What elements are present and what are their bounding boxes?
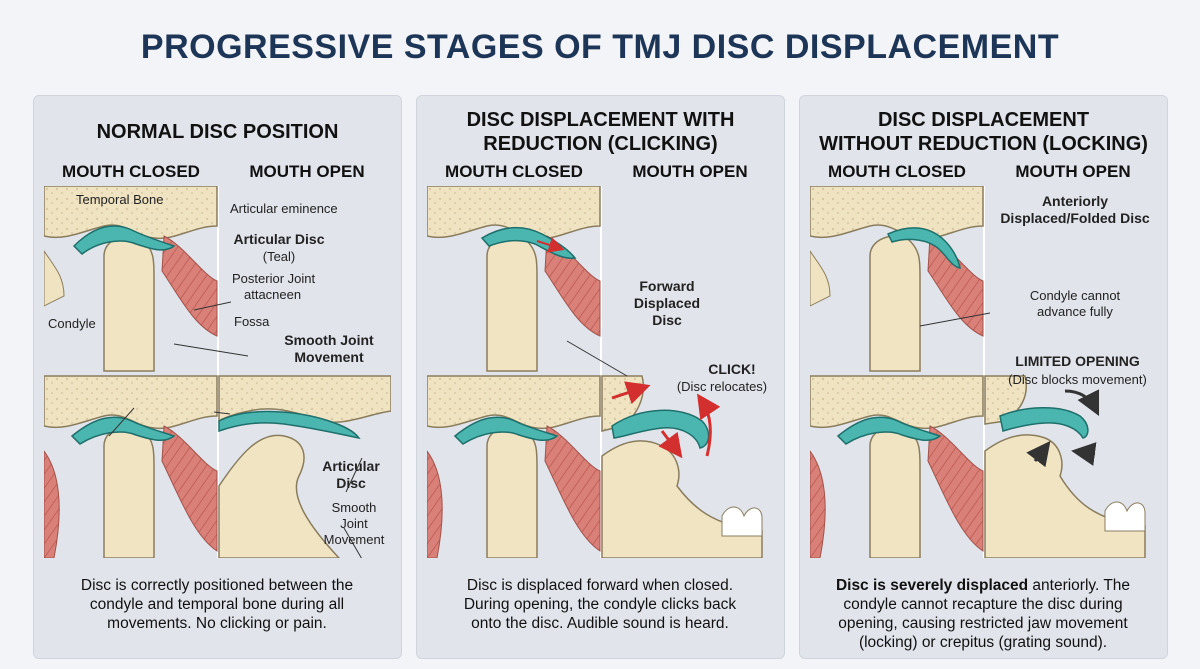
column-divider xyxy=(983,186,985,558)
label-smooth-joint-3: Movement xyxy=(323,532,385,547)
joint-closed-top xyxy=(810,186,984,372)
caption-line: onto the disc. Audible sound is heard. xyxy=(471,615,729,632)
label-advance-fully: advance fully xyxy=(1037,304,1113,319)
panel-caption: Disc is severely displaced anteriorly. T… xyxy=(814,576,1152,652)
panel-normal: NORMAL DISC POSITION MOUTH CLOSED MOUTH … xyxy=(33,95,402,659)
label-folded-disc: Displaced/Folded Disc xyxy=(1000,210,1150,226)
joint-open xyxy=(601,375,763,558)
label-displaced: Displaced xyxy=(633,295,701,311)
label-forward: Forward xyxy=(639,278,695,294)
label-smooth-joint-2: Joint xyxy=(340,516,368,531)
label-smooth-joint-1: Smooth xyxy=(331,500,377,515)
normal-joint-illustration xyxy=(44,186,391,558)
leader-lines xyxy=(108,301,363,558)
col-label-open: MOUTH OPEN xyxy=(1015,162,1131,181)
locking-joint-illustration xyxy=(810,186,1146,558)
caption-line: opening, causing restricted jaw movement xyxy=(838,615,1128,632)
caption-line: During opening, the condyle clicks back xyxy=(463,596,737,613)
leader-lines xyxy=(566,340,628,377)
caption-line: (locking) or crepitus (grating sound). xyxy=(858,634,1108,651)
label-smooth-movement-2: Movement xyxy=(294,349,364,365)
joint-closed-bottom xyxy=(44,375,218,558)
label-anteriorly: Anteriorly xyxy=(1041,193,1109,209)
reduction-joint-illustration xyxy=(427,186,763,558)
label-limited-opening: LIMITED OPENING xyxy=(1015,353,1140,369)
page-title: PROGRESSIVE STAGES OF TMJ DISC DISPLACEM… xyxy=(140,28,1060,66)
panel-without-reduction: DISC DISPLACEMENT WITHOUT REDUCTION (LOC… xyxy=(799,95,1168,659)
label-articular-disc-open: Articular xyxy=(322,458,380,474)
caption-line: Disc is displaced forward when closed. xyxy=(466,577,734,594)
joint-closed-top xyxy=(427,186,601,372)
column-divider xyxy=(600,186,602,558)
caption-bold: Disc is severely displaced xyxy=(835,577,1029,594)
col-label-open: MOUTH OPEN xyxy=(632,162,748,181)
joint-closed-bottom xyxy=(810,375,984,558)
panel-with-reduction: DISC DISPLACEMENT WITH REDUCTION (CLICKI… xyxy=(416,95,785,659)
joint-closed-bottom xyxy=(427,375,601,558)
col-label-closed: MOUTH CLOSED xyxy=(828,162,966,181)
label-limited-sub: (Disc blocks movement) xyxy=(1008,372,1147,387)
label-temporal-bone: Temporal Bone xyxy=(76,192,164,207)
label-posterior-joint: Posterior Joint xyxy=(232,271,316,286)
caption-line: Disc is correctly positioned between the xyxy=(80,577,354,594)
joint-closed-top xyxy=(44,186,218,372)
label-condyle-cannot: Condyle cannot xyxy=(1029,288,1121,303)
leader-lines xyxy=(919,312,991,327)
caption-line: condyle cannot recapture the disc during xyxy=(843,596,1123,613)
caption-line: condyle and temporal bone during all xyxy=(89,596,345,613)
joint-open xyxy=(218,375,391,558)
panel-caption: Disc is displaced forward when closed. D… xyxy=(431,576,769,633)
label-fossa: Fossa xyxy=(234,314,270,329)
panel-title: DISC DISPLACEMENT xyxy=(877,109,1090,131)
panel-title: NORMAL DISC POSITION xyxy=(96,121,339,143)
col-label-open: MOUTH OPEN xyxy=(249,162,365,181)
label-articular-disc-sub: (Teal) xyxy=(262,249,296,264)
label-smooth-movement: Smooth Joint xyxy=(284,332,374,348)
label-click: CLICK! xyxy=(708,361,756,377)
panel-title-2: WITHOUT REDUCTION (LOCKING) xyxy=(819,133,1148,155)
label-condyle: Condyle xyxy=(48,316,96,331)
label-disc: Disc xyxy=(652,312,682,328)
caption-line: Disc is severely displaced anteriorly. T… xyxy=(814,576,1152,595)
panel-title-2: REDUCTION (CLICKING) xyxy=(483,133,718,155)
label-articular-eminence: Articular eminence xyxy=(230,201,338,216)
panel-caption: Disc is correctly positioned between the… xyxy=(48,576,386,633)
col-label-closed: MOUTH CLOSED xyxy=(445,162,583,181)
label-posterior-attachment: attacneen xyxy=(244,287,302,302)
label-articular-disc: Articular Disc xyxy=(233,231,325,247)
panel-title: DISC DISPLACEMENT WITH xyxy=(466,109,735,131)
caption-line: movements. No clicking or pain. xyxy=(107,615,327,632)
label-articular-disc-open-2: Disc xyxy=(336,475,366,491)
label-click-sub: (Disc relocates) xyxy=(676,379,768,394)
column-divider xyxy=(217,186,219,558)
caption-rest: anteriorly. The xyxy=(1028,577,1131,594)
joint-open xyxy=(984,375,1146,558)
col-label-closed: MOUTH CLOSED xyxy=(62,162,200,181)
